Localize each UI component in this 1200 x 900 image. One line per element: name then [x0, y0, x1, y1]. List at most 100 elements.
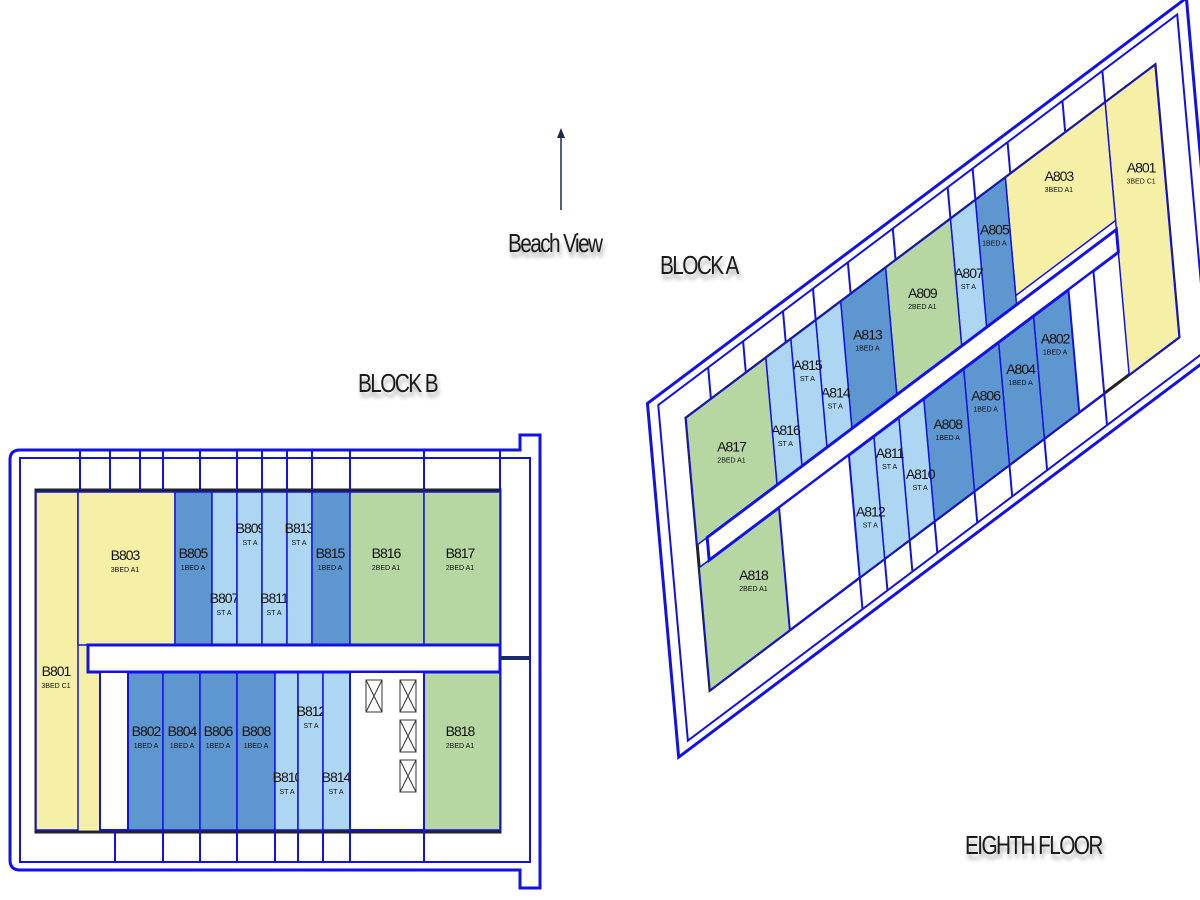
- unit-number: A818: [739, 567, 769, 583]
- unit-A813[interactable]: A813 1BED A: [839, 266, 898, 430]
- unit-type: ST A: [961, 284, 976, 291]
- unit-type: 3BED A1: [111, 567, 140, 574]
- lift-core: [349, 671, 425, 831]
- block-a-balcony-outline: [645, 0, 1200, 761]
- unit-area: [236, 491, 263, 646]
- unit-type: ST A: [828, 404, 843, 411]
- unit-number: A803: [1045, 168, 1075, 184]
- unit-area: [349, 491, 425, 646]
- unit-number: A811: [876, 445, 905, 461]
- unit-type: 1BED A: [170, 743, 195, 750]
- unit-number: B817: [446, 545, 476, 561]
- unit-number: A807: [954, 265, 984, 281]
- balcony-divider: [1008, 464, 1014, 497]
- block-a-corridor: [705, 226, 1120, 563]
- unit-number: B804: [168, 723, 198, 739]
- unit-type: ST A: [328, 789, 343, 796]
- elevator-icon: [399, 759, 417, 793]
- unit-type: 1BED A: [935, 435, 960, 442]
- unit-B807[interactable]: B807 ST A: [210, 491, 241, 646]
- balcony-divider: [883, 558, 889, 591]
- unit-B809[interactable]: B809 ST A: [236, 491, 267, 646]
- balcony-divider: [973, 490, 979, 523]
- unit-area: [274, 671, 299, 831]
- unit-type: ST A: [863, 522, 878, 529]
- unit-B808[interactable]: B808 1BED A: [236, 671, 276, 831]
- stair-core: [99, 671, 129, 831]
- unit-number: A806: [971, 387, 1001, 403]
- unit-number: A812: [856, 503, 886, 519]
- unit-number: B815: [316, 545, 346, 561]
- unit-type: 3BED C1: [1127, 178, 1156, 185]
- unit-area: [297, 671, 324, 831]
- balcony-divider: [846, 262, 852, 295]
- unit-area: [35, 491, 79, 831]
- unit-type: ST A: [303, 723, 318, 730]
- unit-type: ST A: [291, 540, 306, 547]
- balcony-divider: [933, 521, 939, 553]
- unit-type: 2BED A1: [739, 586, 768, 593]
- balcony-divider: [1006, 142, 1012, 175]
- unit-type: 1BED A: [855, 345, 880, 352]
- unit-number: B808: [242, 723, 272, 739]
- floor-title: EIGHTH FLOOR: [965, 830, 1103, 860]
- balcony-divider: [971, 168, 977, 201]
- beach-view-label: Beach View: [508, 228, 603, 258]
- unit-area: [322, 671, 351, 831]
- unit-number: B811: [260, 590, 289, 606]
- unit-type: ST A: [216, 610, 231, 617]
- block-b-balcony-outline: [8, 433, 542, 890]
- unit-number: A816: [771, 422, 801, 438]
- unit-area: [127, 671, 164, 831]
- unit-type: 1BED A: [244, 743, 269, 750]
- balcony-divider: [908, 539, 914, 572]
- unit-area: [286, 491, 313, 646]
- unit-type: 2BED A1: [908, 304, 937, 311]
- unit-type: ST A: [266, 610, 281, 617]
- unit-number: A813: [853, 326, 883, 342]
- unit-type: 1BED A: [206, 743, 231, 750]
- elevator-icon: [399, 719, 417, 753]
- unit-B811[interactable]: B811 ST A: [260, 491, 290, 646]
- unit-type: 1BED A: [181, 565, 206, 572]
- balcony-divider: [742, 341, 747, 374]
- unit-type: ST A: [882, 464, 897, 471]
- unit-area: [236, 671, 276, 831]
- unit-area: [162, 671, 201, 831]
- unit-number: B807: [210, 590, 240, 606]
- balcony-divider: [946, 187, 952, 220]
- block-a-balcony-inner: [657, 12, 1200, 743]
- unit-type: ST A: [242, 540, 257, 547]
- unit-number: A810: [906, 466, 936, 482]
- unit-number: A804: [1006, 361, 1036, 377]
- balcony-divider: [858, 577, 864, 610]
- unit-number: A817: [717, 438, 747, 454]
- balcony-divider: [707, 367, 712, 400]
- unit-B804[interactable]: B804 1BED A: [162, 671, 201, 831]
- block-a-title: BLOCK A: [660, 250, 739, 280]
- elevator-cross: [365, 679, 383, 713]
- unit-number: B809: [236, 520, 266, 536]
- unit-type: ST A: [279, 789, 294, 796]
- elevator-cross: [399, 719, 417, 753]
